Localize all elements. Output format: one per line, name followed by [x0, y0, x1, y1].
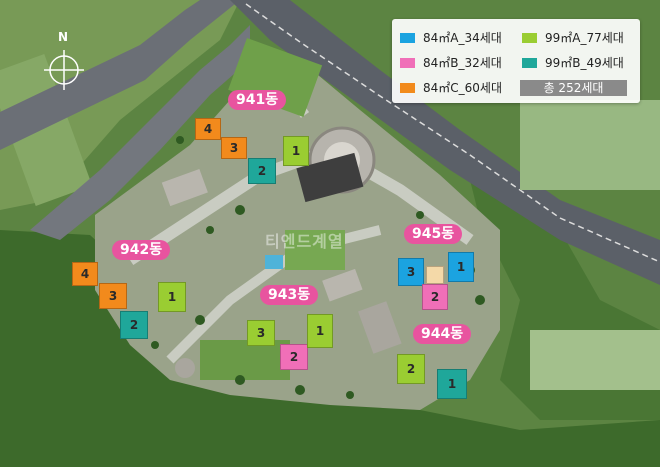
road-west	[30, 25, 250, 240]
facility-1	[161, 168, 208, 207]
building-941-unit-4: 4	[195, 118, 221, 140]
legend-swatch-lime	[522, 32, 537, 43]
building-941-unit-1: 1	[283, 136, 309, 166]
legend-item-99b: 99㎡B_49세대	[522, 54, 624, 71]
road-northeast	[230, 0, 660, 285]
watermark: 티엔드계열	[265, 232, 344, 251]
legend-item-84b: 84㎡B_32세대	[400, 54, 502, 71]
building-945-label: 945동	[404, 224, 463, 244]
forest-area	[0, 230, 660, 467]
facility-2	[322, 268, 363, 302]
court-south	[200, 340, 290, 380]
building-945-unit-2: 2	[422, 284, 448, 310]
building-944-unit-2: 2	[397, 354, 425, 384]
legend-item-84a: 84㎡A_34세대	[400, 29, 502, 46]
building-942-label: 942동	[112, 240, 171, 260]
building-943-label: 943동	[260, 285, 319, 305]
legend-label: 84㎡B_32세대	[423, 56, 502, 70]
legend-total-households: 총 252세대	[520, 80, 627, 96]
legend-label: 99㎡B_49세대	[545, 56, 624, 70]
road-northwest	[0, 0, 240, 150]
legend-label: 84㎡C_60세대	[423, 81, 502, 95]
building-941-label: 941동	[228, 90, 287, 110]
building-941-unit-3: 3	[221, 137, 247, 159]
legend-label: 84㎡A_34세대	[423, 31, 502, 45]
legend-label: 99㎡A_77세대	[545, 31, 624, 45]
legend-item-99a: 99㎡A_77세대	[522, 29, 624, 46]
tree-cluster	[135, 136, 485, 399]
building-942-unit-1: 1	[158, 282, 186, 312]
facility-round	[175, 358, 195, 378]
building-944-label: 944동	[413, 324, 472, 344]
legend-swatch-orange	[400, 82, 415, 93]
compass	[44, 50, 84, 90]
building-945-unit-1: 1	[448, 252, 474, 282]
building-945-core	[426, 266, 444, 284]
lot-southeast	[530, 330, 660, 390]
building-941-unit-2: 2	[248, 158, 276, 184]
legend-swatch-teal	[522, 57, 537, 68]
legend-item-84c: 84㎡C_60세대	[400, 79, 502, 96]
building-944-unit-1: 1	[437, 369, 467, 399]
facility-3	[358, 301, 402, 354]
building-943-unit-1: 1	[307, 314, 333, 348]
compass-north-label: N	[58, 30, 69, 44]
building-942-unit-2: 2	[120, 311, 148, 339]
building-945-unit-3: 3	[398, 258, 424, 286]
legend-swatch-pink	[400, 57, 415, 68]
legend-swatch-blue	[400, 32, 415, 43]
court-center	[285, 230, 345, 270]
building-942-unit-3: 3	[99, 283, 127, 309]
pond	[265, 255, 283, 269]
lot-east	[520, 100, 660, 190]
road-center-line	[245, 3, 660, 263]
community-building	[296, 152, 364, 203]
building-942-unit-4: 4	[72, 262, 98, 286]
building-943-unit-3: 3	[247, 320, 275, 346]
building-943-unit-2: 2	[280, 344, 308, 370]
